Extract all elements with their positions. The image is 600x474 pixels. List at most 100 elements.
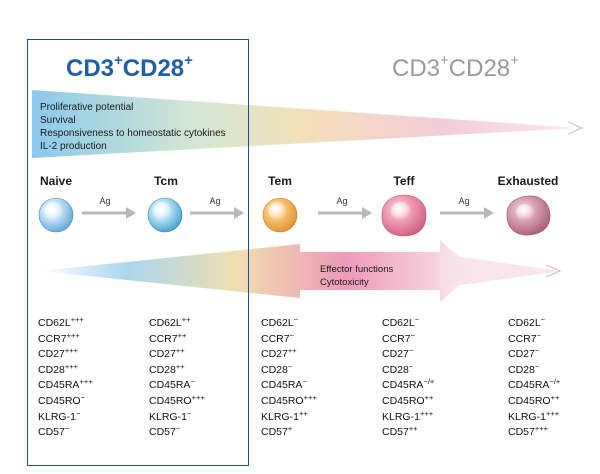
marker-name: CD45RO bbox=[149, 394, 192, 407]
marker-name: CD57 bbox=[261, 426, 288, 439]
title-left-sup1: + bbox=[114, 52, 123, 69]
ag-arrow-4 bbox=[440, 207, 494, 219]
ag-arrow-1 bbox=[82, 207, 136, 219]
marker-level: ++ bbox=[550, 392, 560, 402]
marker-name: CD45RO bbox=[508, 394, 551, 407]
marker-level: − bbox=[190, 377, 195, 387]
marker-row: CD27+++ bbox=[38, 347, 93, 363]
markers-naive: CD62L+++CCR7+++CD27+++CD28+++CD45RA+++CD… bbox=[38, 316, 93, 441]
cell-teff bbox=[381, 194, 427, 237]
marker-name: KLRG-1 bbox=[149, 410, 187, 423]
marker-name: CD57 bbox=[38, 426, 65, 439]
marker-level: +++ bbox=[66, 330, 80, 340]
markers-tem: CD62L−CCR7−CD27++CD28−CD45RA−CD45RO+++KL… bbox=[261, 316, 317, 441]
marker-level: + bbox=[287, 424, 293, 434]
marker-row: CD45RA− bbox=[261, 378, 317, 394]
marker-name: CD62L bbox=[38, 317, 71, 329]
marker-level: − bbox=[540, 315, 546, 324]
effector-item: Cytotoxicity bbox=[320, 277, 369, 288]
marker-row: CD45RO− bbox=[38, 394, 93, 410]
marker-name: CD28 bbox=[38, 363, 65, 376]
marker-level: − bbox=[536, 330, 541, 340]
marker-row: CD45RO+++ bbox=[261, 394, 317, 410]
marker-name: CCR7 bbox=[38, 332, 67, 345]
marker-level: − bbox=[534, 346, 540, 356]
marker-row: CD57− bbox=[38, 425, 93, 441]
marker-level: +++ bbox=[64, 346, 78, 356]
cell-tem bbox=[262, 197, 298, 233]
marker-name: CD28 bbox=[149, 363, 176, 376]
bottom-wedge-arrowhead bbox=[545, 264, 562, 278]
cd28-positive-frame bbox=[27, 39, 249, 466]
cell-naive bbox=[38, 197, 74, 233]
marker-row: CD62L− bbox=[382, 316, 434, 332]
marker-level: +++ bbox=[545, 408, 560, 418]
marker-name: CD27 bbox=[261, 348, 288, 361]
marker-level: − bbox=[302, 377, 307, 387]
marker-row: CCR7− bbox=[382, 330, 434, 348]
marker-level: ++ bbox=[175, 346, 185, 356]
marker-name: CD45RO bbox=[38, 394, 81, 407]
marker-name: CCR7 bbox=[149, 332, 178, 345]
ag-label: Ag bbox=[99, 196, 111, 206]
title-left-base2: CD28 bbox=[122, 55, 185, 82]
title-left-base1: CD3 bbox=[66, 55, 115, 82]
label-exhausted: Exhausted bbox=[497, 174, 559, 188]
top-wedge-arrowhead bbox=[567, 121, 584, 135]
marker-name: CD45RA bbox=[261, 379, 303, 392]
marker-level: − bbox=[414, 315, 420, 324]
marker-name: CD62L bbox=[261, 317, 294, 329]
title-left-sup2: + bbox=[184, 52, 193, 69]
marker-level: − bbox=[534, 361, 540, 371]
marker-name: CD45RA bbox=[38, 379, 80, 392]
marker-row: CD45RA−/+ bbox=[382, 378, 434, 394]
title-right-base2: CD28 bbox=[448, 55, 511, 82]
marker-row: CD45RO++ bbox=[382, 394, 434, 410]
effector-list: Effector functions Cytotoxicity bbox=[320, 263, 393, 289]
marker-name: CD45RA bbox=[508, 379, 550, 392]
ag-arrow-2 bbox=[190, 207, 244, 219]
effector-functions-wedge bbox=[40, 240, 476, 302]
marker-row: CD57− bbox=[149, 425, 205, 441]
marker-name: CD62L bbox=[508, 317, 541, 329]
marker-level: − bbox=[287, 361, 293, 371]
marker-name: CD57 bbox=[149, 426, 176, 439]
property-item: Proliferative potential bbox=[40, 102, 134, 113]
marker-row: CCR7+++ bbox=[38, 330, 93, 348]
marker-row: CD57+++ bbox=[508, 425, 560, 441]
marker-row: CD28+++ bbox=[38, 363, 93, 379]
marker-name: CD57 bbox=[382, 426, 409, 439]
marker-level: +++ bbox=[534, 424, 548, 434]
marker-name: CD45RA bbox=[382, 379, 424, 392]
label-naive: Naive bbox=[39, 174, 73, 188]
title-right-sup1: + bbox=[440, 52, 449, 69]
marker-level: ++ bbox=[177, 330, 187, 340]
marker-name: CD28 bbox=[261, 363, 288, 376]
marker-level: −/+ bbox=[549, 377, 561, 387]
marker-row: CCR7− bbox=[508, 330, 560, 348]
marker-level: − bbox=[75, 408, 81, 418]
cell-exhausted bbox=[506, 195, 551, 236]
marker-row: CD57++ bbox=[382, 425, 434, 441]
marker-level: − bbox=[186, 408, 192, 418]
decreasing-properties-wedge bbox=[32, 90, 580, 158]
marker-row: CD62L− bbox=[508, 316, 560, 332]
marker-level: +++ bbox=[79, 377, 93, 387]
marker-name: CD28 bbox=[382, 363, 409, 376]
title-right-sup2: + bbox=[510, 52, 519, 69]
marker-name: CD45RO bbox=[261, 394, 304, 407]
title-right-base1: CD3 bbox=[392, 55, 441, 82]
marker-level: − bbox=[293, 315, 299, 324]
marker-level: +++ bbox=[303, 392, 317, 402]
marker-name: CCR7 bbox=[508, 332, 537, 345]
marker-name: CCR7 bbox=[382, 332, 411, 345]
marker-level: − bbox=[410, 330, 415, 340]
marker-level: − bbox=[408, 361, 414, 371]
ag-label: Ag bbox=[458, 196, 470, 206]
marker-name: CD62L bbox=[382, 317, 415, 329]
marker-name: CD28 bbox=[508, 363, 535, 376]
marker-row: CD45RO+++ bbox=[149, 394, 205, 410]
marker-level: −/+ bbox=[423, 377, 435, 387]
marker-name: CD27 bbox=[38, 348, 65, 361]
marker-level: ++ bbox=[298, 408, 308, 418]
